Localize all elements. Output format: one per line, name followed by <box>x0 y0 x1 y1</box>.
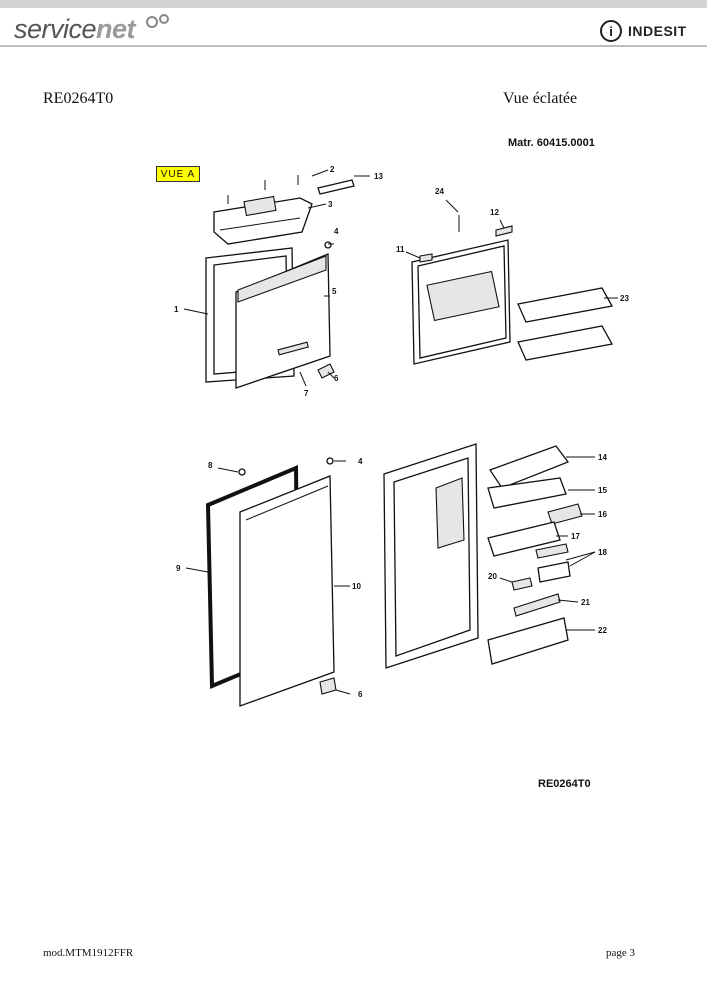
gear-icon <box>146 14 169 28</box>
callout-6: 6 <box>334 374 339 383</box>
document-code: RE0264T0 <box>43 90 114 107</box>
model-number: mod.MTM1912FFR <box>43 947 134 959</box>
callout-24: 24 <box>435 187 444 196</box>
callout-6b: 6 <box>358 690 363 699</box>
callout-12: 12 <box>490 208 499 217</box>
header-divider <box>0 45 707 47</box>
fridge-inner-group <box>383 443 583 669</box>
callout-10: 10 <box>352 582 361 591</box>
freezer-inner-group <box>411 215 614 365</box>
page-number: page 3 <box>606 947 636 959</box>
callout-17: 17 <box>571 532 580 541</box>
view-type: Vue éclatée <box>503 90 578 107</box>
freezer-door-group <box>205 175 355 389</box>
servicenet-logo: servicenet <box>14 14 136 44</box>
serial-number: Matr. 60415.0001 <box>508 137 595 149</box>
indesit-i-icon: i <box>600 20 622 42</box>
callout-4: 4 <box>334 227 339 236</box>
callout-8: 8 <box>208 461 213 470</box>
callout-22: 22 <box>598 626 607 635</box>
callout-13: 13 <box>374 172 383 181</box>
header-bar <box>0 0 707 8</box>
diagram-code: RE0264T0 <box>538 778 591 790</box>
fridge-door-group <box>205 457 337 707</box>
indesit-logo: i INDESIT <box>600 20 687 42</box>
callout-11: 11 <box>396 245 405 254</box>
callout-14: 14 <box>598 453 607 462</box>
callout-9: 9 <box>176 564 181 573</box>
callout-21: 21 <box>581 598 590 607</box>
callout-4b: 4 <box>358 457 363 466</box>
callout-2: 2 <box>330 165 335 174</box>
callout-16: 16 <box>598 510 607 519</box>
indesit-wordmark: INDESIT <box>628 23 687 39</box>
callout-23: 23 <box>620 294 629 303</box>
callout-18: 18 <box>598 548 607 557</box>
callout-3: 3 <box>328 200 333 209</box>
callout-7: 7 <box>304 389 309 398</box>
view-a-label: VUE A <box>156 166 200 182</box>
callout-5: 5 <box>332 287 337 296</box>
callout-1: 1 <box>174 305 179 314</box>
callout-20: 20 <box>488 572 497 581</box>
leader-lines <box>183 169 618 695</box>
callout-15: 15 <box>598 486 607 495</box>
